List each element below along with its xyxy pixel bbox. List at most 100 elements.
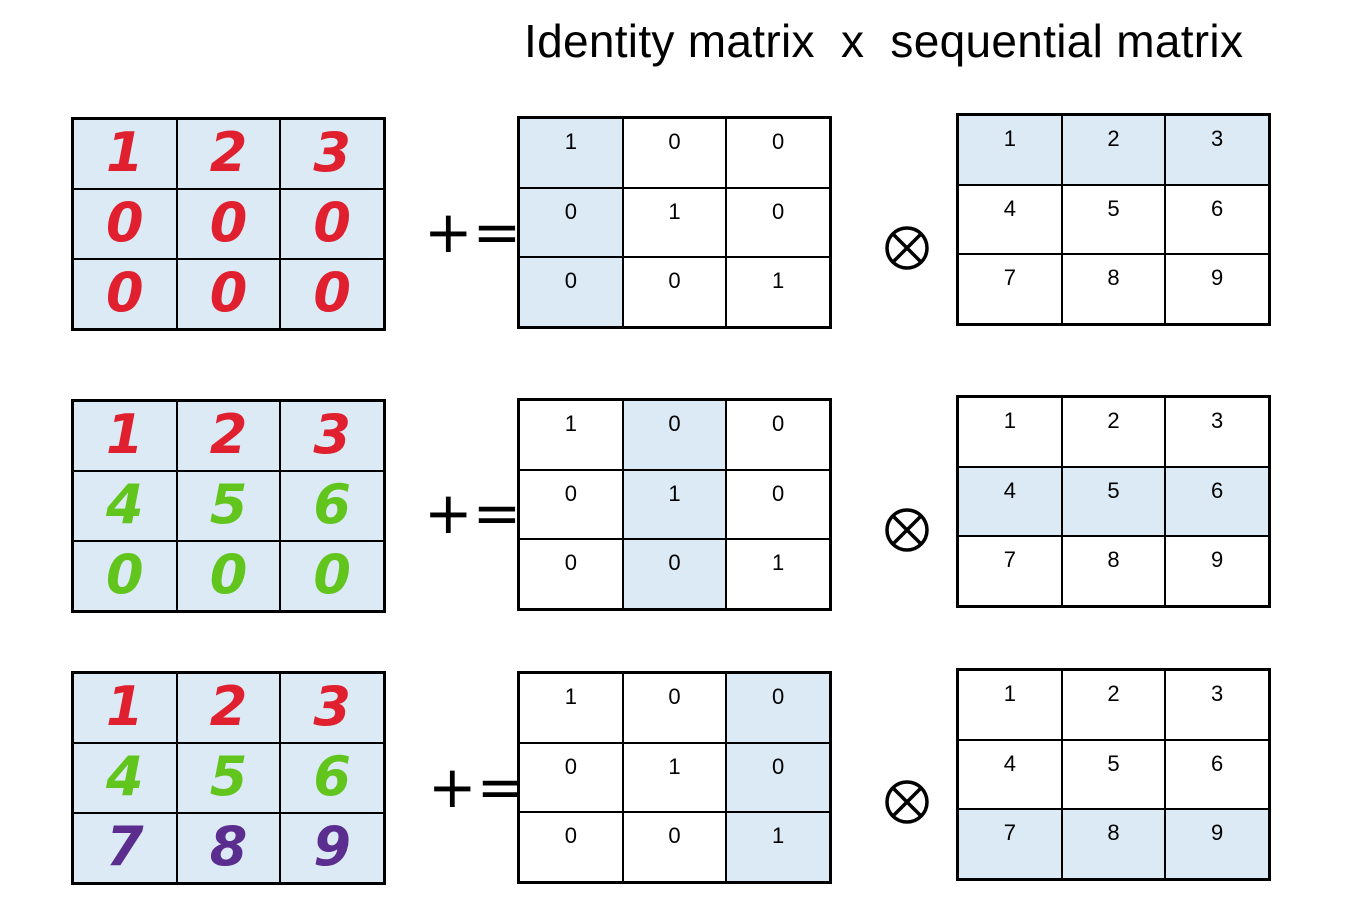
handwritten-digit: 8 bbox=[209, 815, 248, 879]
handwritten-digit: 0 bbox=[106, 261, 144, 325]
cell-value: 1 bbox=[668, 480, 681, 506]
sequential-cell: 5 bbox=[1061, 184, 1166, 255]
result-cell: 9 bbox=[280, 813, 384, 883]
sequential-cell: 9 bbox=[1165, 536, 1269, 606]
result-cell: 0 bbox=[73, 189, 177, 259]
sequential-cell: 6 bbox=[1165, 739, 1269, 810]
cell-value: 0 bbox=[668, 684, 681, 709]
cell-value: 0 bbox=[772, 129, 785, 154]
identity-cell: 0 bbox=[519, 257, 623, 327]
identity-cell: 0 bbox=[726, 673, 830, 743]
cell-value: 3 bbox=[1211, 126, 1224, 151]
cell-value: 5 bbox=[1107, 195, 1120, 221]
result-cell: 5 bbox=[176, 471, 281, 541]
handwritten-digit: 0 bbox=[313, 543, 351, 607]
cell-value: 0 bbox=[564, 753, 577, 779]
handwritten-digit: 6 bbox=[313, 473, 351, 537]
cell-value: 1 bbox=[564, 411, 577, 436]
handwritten-digit: 1 bbox=[106, 403, 144, 467]
result-cell: 0 bbox=[280, 259, 384, 329]
handwritten-digit: 1 bbox=[106, 121, 144, 185]
result-cell: 4 bbox=[73, 471, 177, 541]
handwritten-digit: 0 bbox=[209, 543, 248, 607]
cell-value: 1 bbox=[1003, 126, 1016, 151]
handwritten-digit: 0 bbox=[106, 543, 144, 607]
cell-value: 1 bbox=[564, 684, 577, 709]
sequential-cell: 3 bbox=[1165, 397, 1269, 467]
handwritten-digit: 0 bbox=[209, 261, 248, 325]
sequential-cell: 9 bbox=[1165, 254, 1269, 324]
sequential-cell: 8 bbox=[1061, 536, 1166, 606]
identity-cell: 0 bbox=[622, 812, 727, 882]
cell-value: 9 bbox=[1211, 820, 1224, 846]
handwritten-digit: 0 bbox=[313, 191, 351, 255]
handwritten-digit: 6 bbox=[313, 745, 351, 809]
sequential-cell: 7 bbox=[958, 254, 1062, 324]
sequential-cell: 3 bbox=[1165, 670, 1269, 740]
cell-value: 6 bbox=[1211, 195, 1224, 221]
cell-value: 0 bbox=[772, 684, 785, 709]
cell-value: 2 bbox=[1107, 126, 1120, 151]
cell-value: 1 bbox=[1003, 408, 1016, 433]
sequential-cell: 1 bbox=[958, 397, 1062, 467]
identity-cell: 1 bbox=[622, 742, 727, 813]
cell-value: 0 bbox=[668, 411, 681, 436]
sequential-cell: 1 bbox=[958, 670, 1062, 740]
sequential-cell: 3 bbox=[1165, 115, 1269, 185]
sequential-cell: 5 bbox=[1061, 466, 1166, 537]
cell-value: 7 bbox=[1003, 820, 1016, 846]
result-cell: 1 bbox=[73, 401, 177, 471]
handwritten-digit: 0 bbox=[106, 191, 144, 255]
cell-value: 2 bbox=[1107, 408, 1120, 433]
sequential-cell: 4 bbox=[958, 739, 1062, 810]
handwritten-digit: 9 bbox=[313, 815, 351, 879]
identity-cell: 0 bbox=[726, 742, 830, 813]
cell-value: 0 bbox=[564, 823, 577, 849]
sequential-cell: 6 bbox=[1165, 184, 1269, 255]
result-cell: 6 bbox=[280, 743, 384, 813]
sequential-cell: 1 bbox=[958, 115, 1062, 185]
cell-value: 7 bbox=[1003, 547, 1016, 573]
result-cell: 6 bbox=[280, 471, 384, 541]
result-cell: 0 bbox=[176, 189, 281, 259]
cell-value: 6 bbox=[1211, 477, 1224, 503]
identity-cell: 0 bbox=[622, 673, 727, 743]
identity-cell: 0 bbox=[726, 118, 830, 188]
cell-value: 0 bbox=[772, 198, 785, 224]
cell-value: 3 bbox=[1211, 408, 1224, 433]
handwritten-digit: 2 bbox=[209, 403, 248, 467]
handwritten-digit: 0 bbox=[313, 261, 351, 325]
accumulate-operator: += bbox=[424, 479, 522, 547]
handwritten-digit: 3 bbox=[313, 121, 351, 185]
identity-cell: 1 bbox=[519, 400, 623, 470]
handwritten-digit: 5 bbox=[209, 473, 248, 537]
identity-cell: 0 bbox=[622, 400, 727, 470]
result-cell: 1 bbox=[73, 119, 177, 189]
handwritten-digit: 2 bbox=[209, 675, 248, 739]
cell-value: 1 bbox=[668, 198, 681, 224]
cell-value: 1 bbox=[1003, 681, 1016, 706]
circled-times-icon bbox=[885, 508, 929, 552]
sequential-cell: 6 bbox=[1165, 466, 1269, 537]
accumulate-operator: += bbox=[428, 753, 526, 821]
cell-value: 4 bbox=[1003, 750, 1016, 776]
cell-value: 7 bbox=[1003, 265, 1016, 291]
result-cell: 0 bbox=[73, 541, 177, 611]
result-cell: 3 bbox=[280, 119, 384, 189]
cell-value: 0 bbox=[668, 268, 681, 294]
sequential-cell: 2 bbox=[1061, 397, 1166, 467]
identity-cell: 1 bbox=[519, 673, 623, 743]
cell-value: 1 bbox=[772, 550, 785, 576]
circled-times-icon bbox=[885, 780, 929, 824]
cell-value: 8 bbox=[1107, 265, 1120, 291]
diagram-title: Identity matrix x sequential matrix bbox=[524, 15, 1244, 67]
identity-cell: 0 bbox=[519, 187, 623, 258]
cell-value: 5 bbox=[1107, 750, 1120, 776]
cell-value: 0 bbox=[564, 550, 577, 576]
sequential-cell: 7 bbox=[958, 809, 1062, 879]
identity-cell: 0 bbox=[519, 539, 623, 609]
